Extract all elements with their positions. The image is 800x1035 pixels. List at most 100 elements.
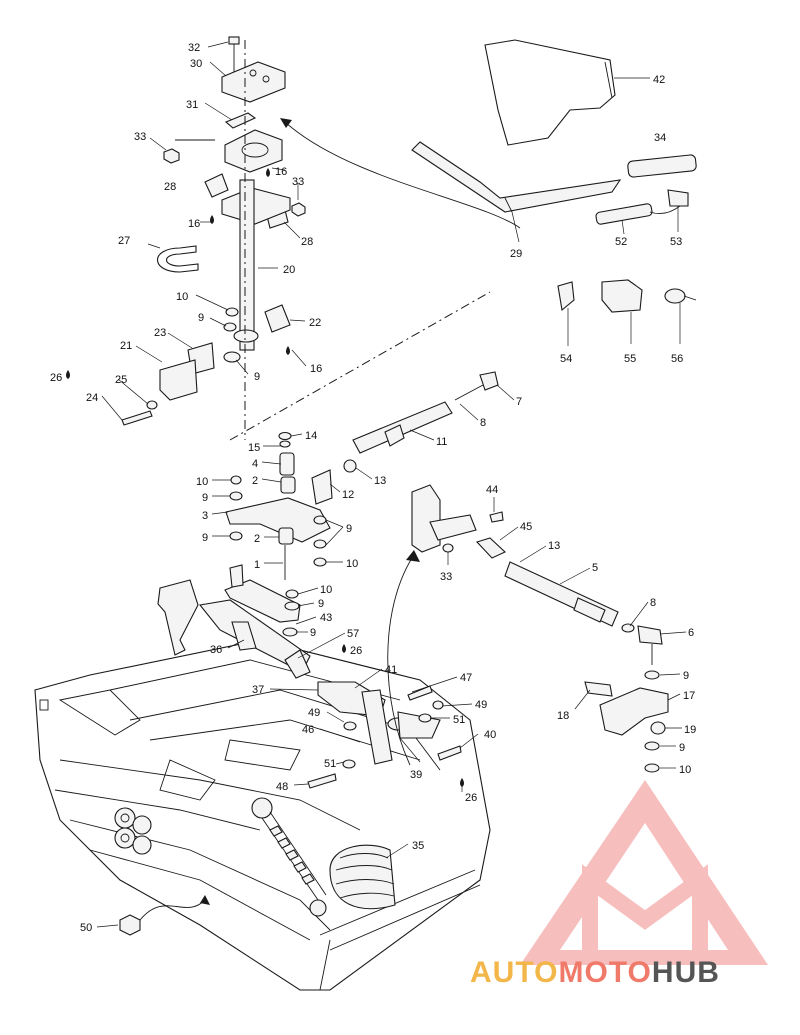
callout-6: 6 [688, 627, 694, 639]
callout-42: 42 [653, 74, 665, 86]
callout-33: 33 [440, 571, 452, 583]
callout-51: 51 [453, 714, 465, 726]
callout-29: 29 [510, 248, 522, 260]
lubrication-drop-icons [66, 168, 464, 787]
callout-55: 55 [624, 353, 636, 365]
watermark-logo-mark [520, 780, 768, 965]
callout-9: 9 [346, 523, 352, 535]
tie-rod-upper [311, 371, 499, 505]
callout-39: 39 [410, 769, 422, 781]
callout-33: 33 [134, 131, 146, 143]
callout-21: 21 [120, 340, 132, 352]
leader-lines [96, 41, 687, 928]
callout-44: 44 [486, 484, 498, 496]
callout-4: 4 [252, 458, 258, 470]
callout-47: 47 [460, 672, 472, 684]
part-callout-labels: 32 30 31 33 28 16 33 16 28 27 20 10 9 22… [50, 42, 696, 934]
callout-28: 28 [164, 181, 176, 193]
callout-56: 56 [671, 353, 683, 365]
callout-25: 25 [115, 374, 127, 386]
callout-22: 22 [309, 317, 321, 329]
callout-9: 9 [318, 598, 324, 610]
accessory-parts [557, 279, 697, 313]
callout-49: 49 [308, 707, 320, 719]
callout-51: 51 [324, 758, 336, 770]
callout-35: 35 [412, 840, 424, 852]
callout-43: 43 [320, 612, 332, 624]
callout-9: 9 [683, 670, 689, 682]
callout-12: 12 [342, 489, 354, 501]
callout-27: 27 [118, 235, 130, 247]
callout-26: 26 [50, 372, 62, 384]
callout-37: 37 [252, 684, 264, 696]
lower-linkage [157, 564, 462, 789]
callout-34: 34 [654, 132, 666, 144]
callout-10: 10 [320, 584, 332, 596]
callout-16: 16 [310, 363, 322, 375]
callout-45: 45 [520, 521, 532, 533]
callout-3: 3 [202, 510, 208, 522]
svg-text:AUTOMOTOHUB: AUTOMOTOHUB [470, 956, 720, 989]
arrow-head [280, 118, 292, 128]
linkage-arrow [387, 557, 413, 766]
shock-absorber [261, 811, 327, 917]
callout-1: 1 [254, 559, 260, 571]
callout-10: 10 [176, 291, 188, 303]
callout-54: 54 [560, 353, 572, 365]
callout-18: 18 [557, 710, 569, 722]
callout-13: 13 [548, 540, 560, 552]
callout-52: 52 [615, 236, 627, 248]
callout-28: 28 [301, 236, 313, 248]
callout-41: 41 [385, 664, 397, 676]
steering-boot [329, 844, 396, 910]
callout-32: 32 [188, 42, 200, 54]
callout-26: 26 [465, 792, 477, 804]
callout-10: 10 [196, 476, 208, 488]
watermark-brand-text: AUTOMOTOHUB [470, 956, 720, 989]
callout-24: 24 [86, 392, 98, 404]
callout-15: 15 [248, 442, 260, 454]
callout-19: 19 [684, 724, 696, 736]
callout-8: 8 [480, 417, 486, 429]
callout-10: 10 [679, 764, 691, 776]
callout-7: 7 [516, 396, 522, 408]
callout-16: 16 [188, 218, 200, 230]
callout-30: 30 [190, 58, 202, 70]
callout-10: 10 [346, 558, 358, 570]
callout-9: 9 [202, 532, 208, 544]
callout-8: 8 [650, 597, 656, 609]
callout-36: 36 [210, 644, 222, 656]
callout-31: 31 [186, 99, 198, 111]
callout-2: 2 [252, 475, 258, 487]
linkage-arrow-head [406, 550, 420, 562]
callout-2: 2 [254, 533, 260, 545]
callout-26: 26 [350, 645, 362, 657]
callout-33: 33 [292, 176, 304, 188]
callout-20: 20 [283, 264, 295, 276]
callout-48: 48 [276, 781, 288, 793]
callout-9: 9 [202, 492, 208, 504]
brand-part-moto: MOTO [558, 956, 651, 989]
brand-part-hub: HUB [652, 956, 720, 989]
steering-arm [225, 431, 331, 580]
callout-9: 9 [310, 627, 316, 639]
callout-13: 13 [374, 475, 386, 487]
callout-53: 53 [670, 236, 682, 248]
callout-46: 46 [302, 724, 314, 736]
nut-50 [119, 895, 210, 936]
drag-link-guide [229, 291, 491, 441]
handlebar-assembly [411, 39, 697, 225]
callout-16: 16 [275, 166, 287, 178]
callout-50: 50 [80, 922, 92, 934]
handlebar-mounting-arrow [284, 121, 521, 229]
callout-9: 9 [198, 312, 204, 324]
callout-11: 11 [436, 436, 447, 448]
callout-9: 9 [679, 742, 685, 754]
callout-57: 57 [347, 628, 359, 640]
callout-5: 5 [592, 562, 598, 574]
steering-column-assembly [121, 36, 306, 426]
brand-part-auto: AUTO [470, 956, 558, 989]
callout-49: 49 [475, 699, 487, 711]
callout-14: 14 [305, 430, 317, 442]
